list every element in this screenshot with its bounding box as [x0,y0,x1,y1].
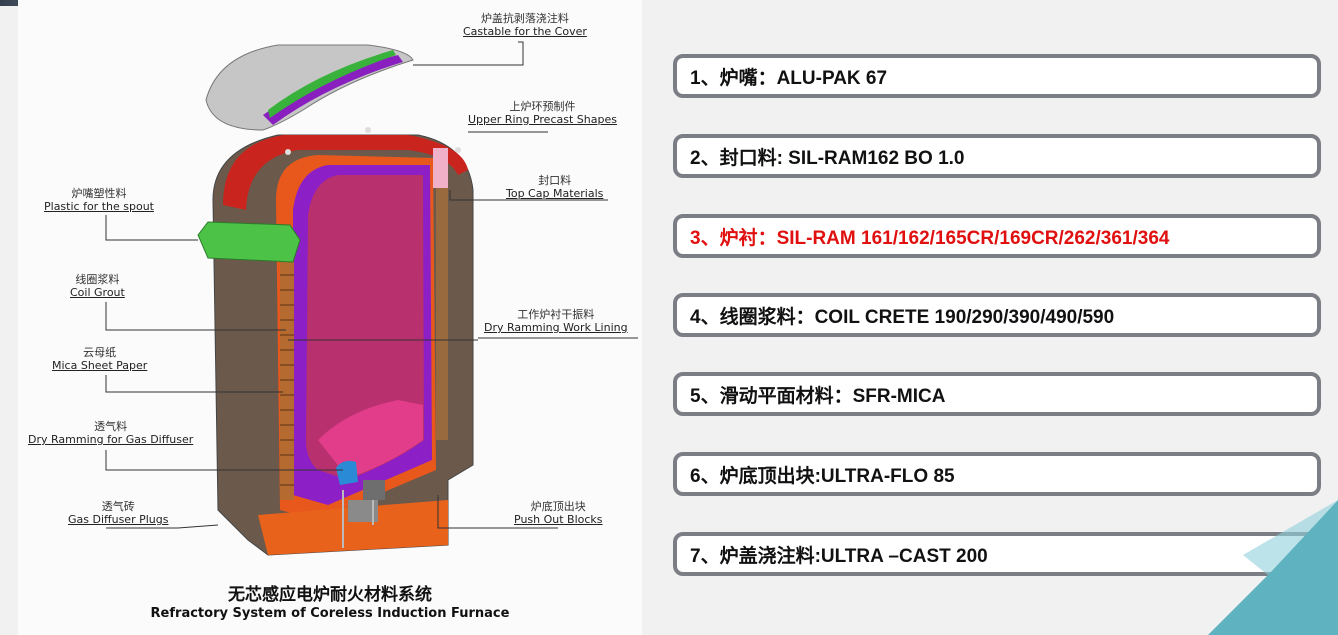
label-mica-cn: 云母纸 [83,346,117,359]
label-coil-grout-cn: 线圈浆料 [75,273,120,286]
label-gas-plugs-en: Gas Diffuser Plugs [68,513,169,526]
label-push-out-cn: 炉底顶出块 [530,500,586,513]
material-item-5-text: 5、滑动平面材料：SFR-MICA [690,385,946,407]
material-item-6: 6、炉底顶出块:ULTRA-FLO 85 [673,452,1321,496]
leader-lines [105,41,638,529]
label-upper-ring-en: Upper Ring Precast Shapes [468,113,617,126]
diagram-title-en: Refractory System of Coreless Induction … [150,606,510,621]
material-item-4: 4、线圈浆料：COIL CRETE 190/290/390/490/590 [673,293,1321,337]
label-top-cap-cn: 封口料 [538,174,572,187]
material-item-3: 3、炉衬：SIL-RAM 161/162/165CR/169CR/262/361… [673,214,1321,258]
label-gas-diffuser-en: Dry Ramming for Gas Diffuser [28,433,194,446]
label-cover: 炉盖抗剥落浇注料 Castable for the Cover [463,12,587,38]
label-coil-grout: 线圈浆料 Coil Grout [70,273,125,299]
material-item-5: 5、滑动平面材料：SFR-MICA [673,372,1321,416]
diagram-title-cn: 无芯感应电炉耐火材料系统 [228,585,432,605]
material-item-7-text: 7、炉盖浇注料:ULTRA –CAST 200 [690,545,988,567]
label-gas-diffuser: 透气料 Dry Ramming for Gas Diffuser [28,420,193,446]
furnace-cover-drawing [205,44,414,131]
material-item-7: 7、炉盖浇注料:ULTRA –CAST 200 [673,532,1321,576]
material-item-1: 1、炉嘴：ALU-PAK 67 [673,54,1321,98]
label-gas-plugs: 透气砖 Gas Diffuser Plugs [68,500,168,526]
label-top-cap-en: Top Cap Materials [506,187,604,200]
furnace-diagram [105,41,638,556]
label-work-lining: 工作炉衬干振料 Dry Ramming Work Lining [484,308,628,334]
teal-corner-decoration [1208,500,1338,635]
label-top-cap: 封口料 Top Cap Materials [506,174,603,200]
material-item-3-text: 3、炉衬：SIL-RAM 161/162/165CR/169CR/262/361… [690,227,1170,249]
material-item-1-text: 1、炉嘴：ALU-PAK 67 [690,67,888,89]
material-item-4-text: 4、线圈浆料：COIL CRETE 190/290/390/490/590 [690,306,1115,328]
material-item-2-text: 2、封口料: SIL-RAM162 BO 1.0 [690,147,965,169]
label-coil-grout-en: Coil Grout [70,286,125,299]
material-item-2: 2、封口料: SIL-RAM162 BO 1.0 [673,134,1321,178]
label-work-lining-en: Dry Ramming Work Lining [484,321,628,334]
label-mica-en: Mica Sheet Paper [52,359,148,372]
label-spout: 炉嘴塑性料 Plastic for the spout [44,187,154,213]
furnace-diagram-panel: 炉盖抗剥落浇注料 Castable for the Cover 上炉环预制件 U… [18,0,642,635]
label-push-out: 炉底顶出块 Push Out Blocks [514,500,603,526]
label-cover-en: Castable for the Cover [463,25,587,38]
diagram-title: 无芯感应电炉耐火材料系统 Refractory System of Corele… [18,585,642,623]
label-gas-plugs-cn: 透气砖 [101,500,135,513]
label-mica: 云母纸 Mica Sheet Paper [52,346,147,372]
label-gas-diffuser-cn: 透气料 [94,420,128,433]
label-work-lining-cn: 工作炉衬干振料 [517,308,595,321]
material-item-6-text: 6、炉底顶出块:ULTRA-FLO 85 [690,465,955,487]
label-spout-en: Plastic for the spout [44,200,154,213]
label-push-out-en: Push Out Blocks [514,513,603,526]
label-upper-ring-cn: 上炉环预制件 [509,100,576,113]
label-upper-ring: 上炉环预制件 Upper Ring Precast Shapes [468,100,617,126]
label-spout-cn: 炉嘴塑性料 [71,187,127,200]
furnace-body-drawing [197,127,474,556]
label-cover-cn: 炉盖抗剥落浇注料 [480,12,569,25]
